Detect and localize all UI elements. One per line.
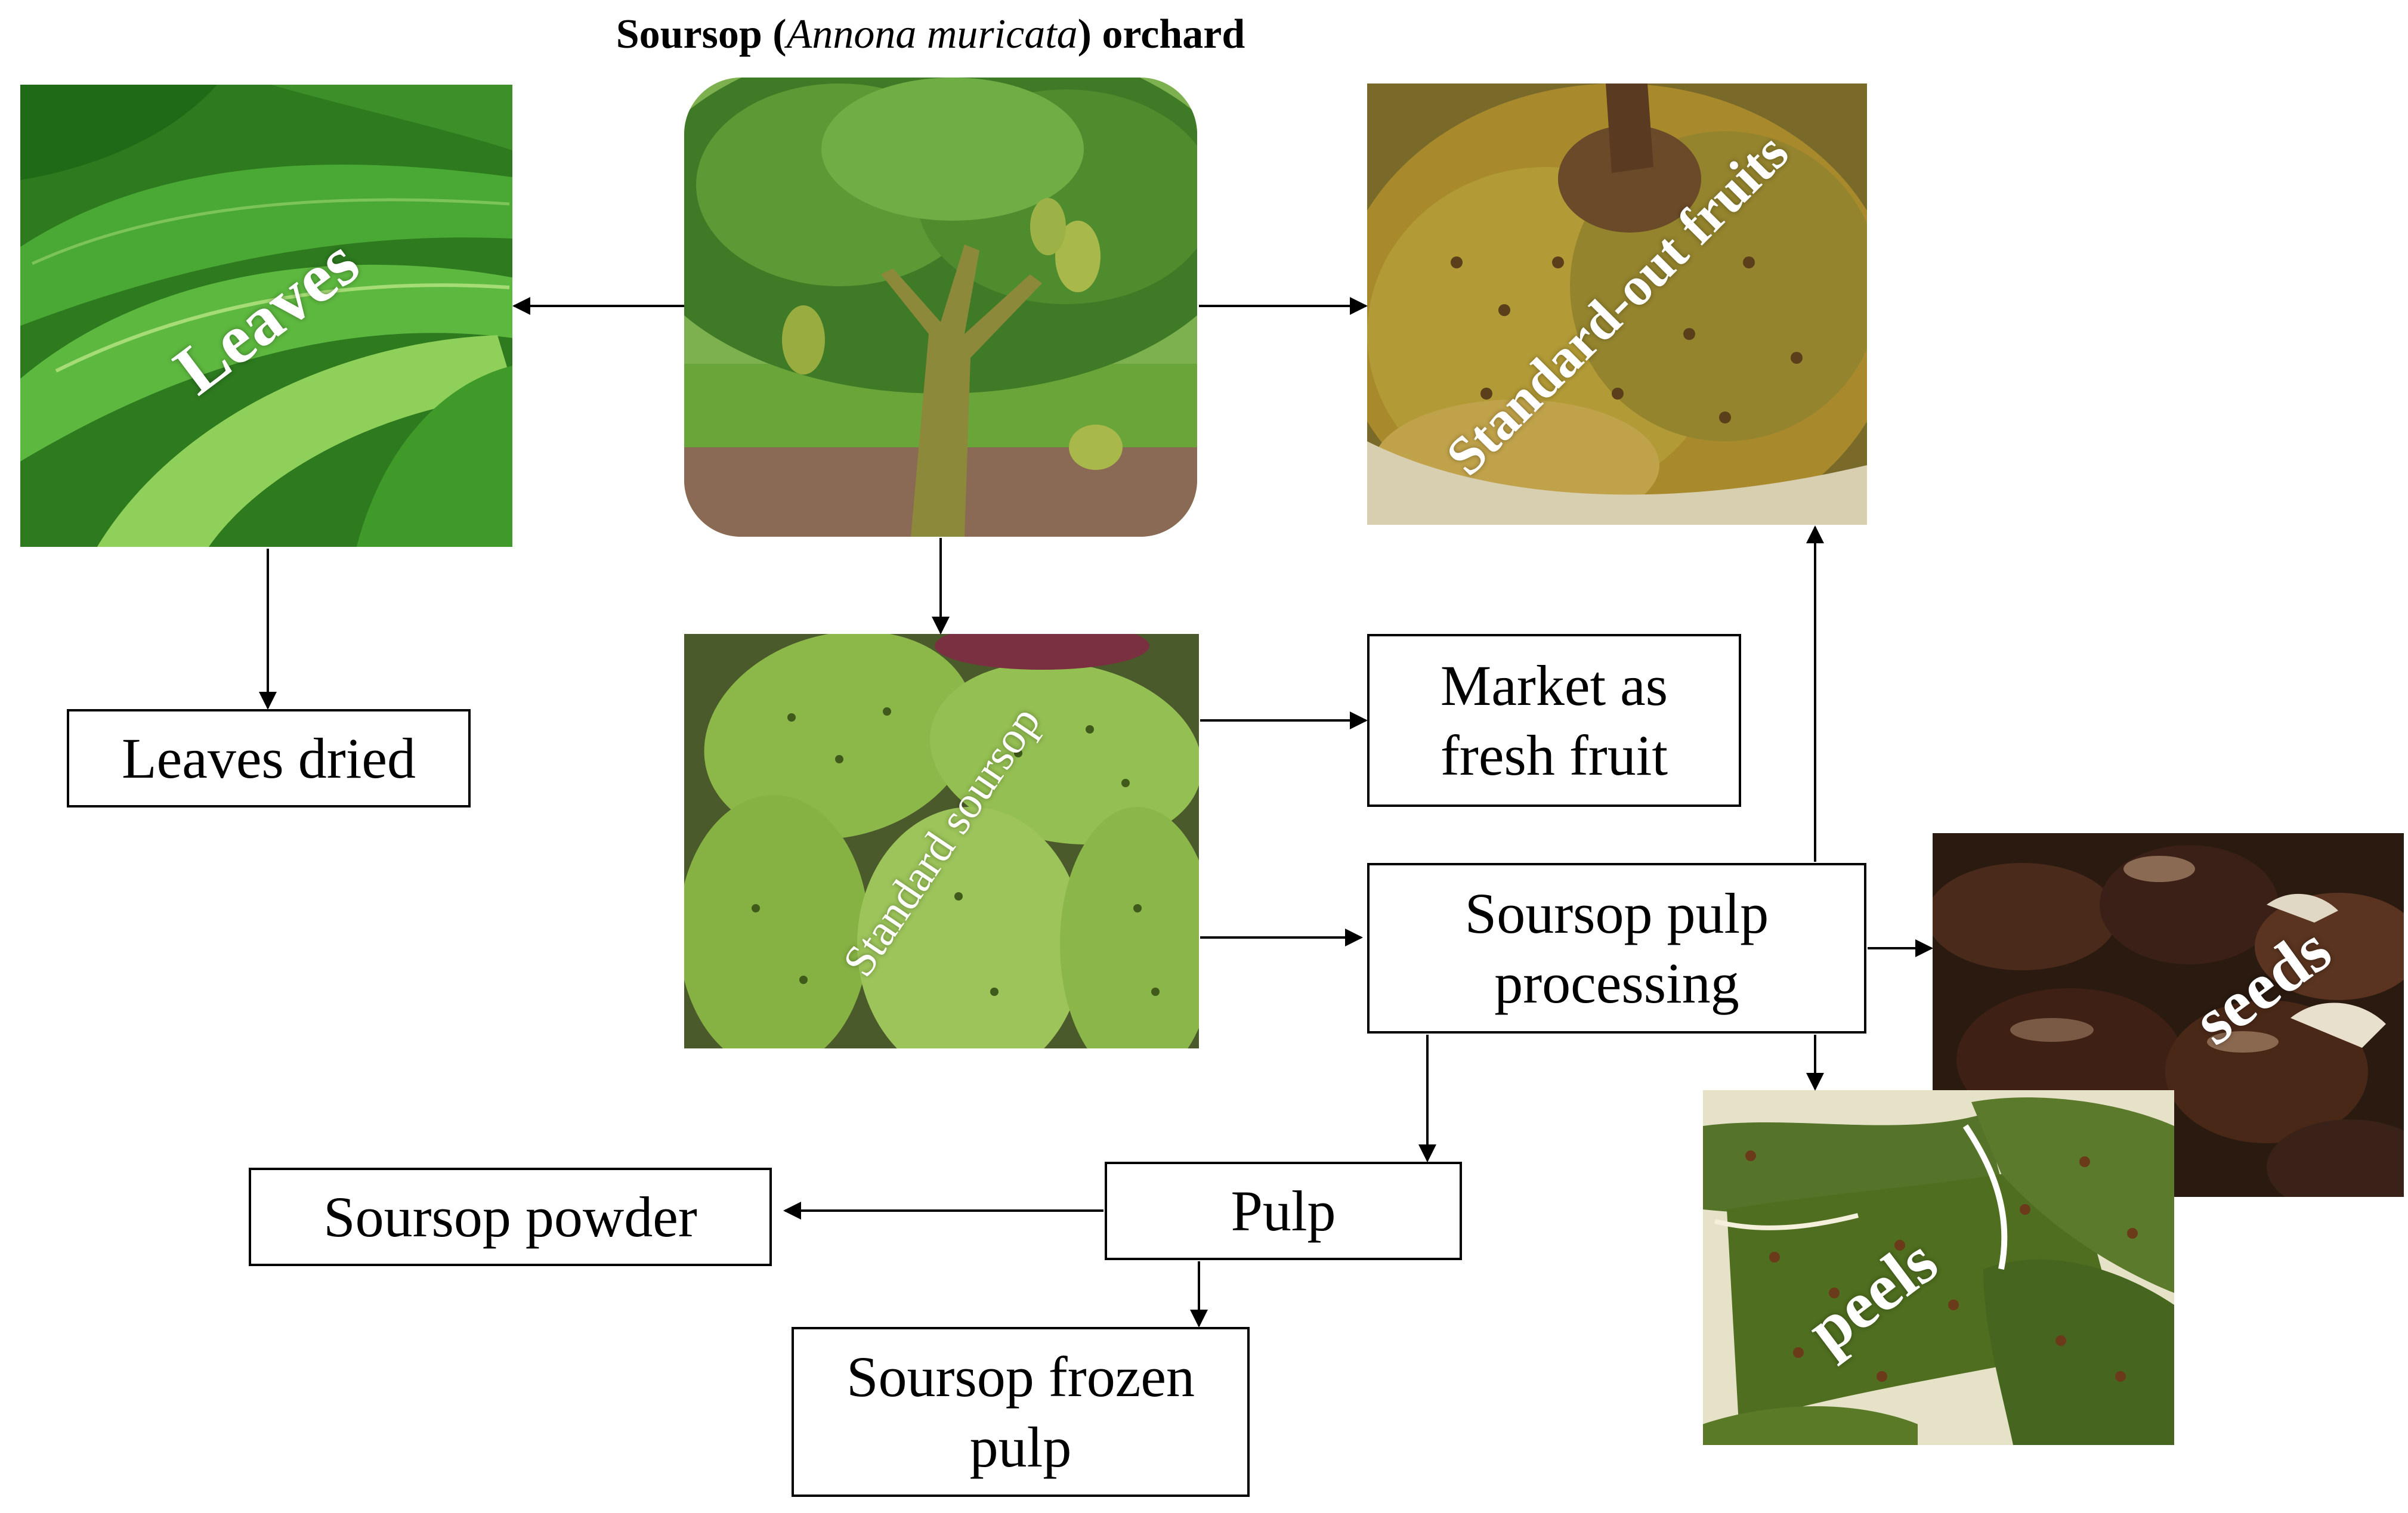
diagram-title: Soursop (Annona muricata) orchard bbox=[453, 11, 1408, 58]
processing-line-2: processing bbox=[1494, 951, 1739, 1015]
leaves-dried-text: Leaves dried bbox=[121, 726, 416, 790]
market-line-2: fresh fruit bbox=[1440, 723, 1668, 787]
standard-out-fruits-photo: Standard-out fruits bbox=[1367, 83, 1867, 525]
processing-line-1: Soursop pulp bbox=[1464, 881, 1769, 945]
title-species: Annona muricata bbox=[786, 11, 1078, 57]
pulp-processing-box: Soursop pulp processing bbox=[1367, 863, 1866, 1034]
standard-soursop-photo: Standard soursop bbox=[684, 634, 1199, 1048]
powder-text: Soursop powder bbox=[323, 1184, 697, 1249]
pulp-text: Pulp bbox=[1231, 1178, 1336, 1243]
frozen-line-1: Soursop frozen bbox=[846, 1345, 1195, 1409]
pulp-box: Pulp bbox=[1105, 1162, 1462, 1260]
market-fresh-fruit-box: Market as fresh fruit bbox=[1367, 634, 1741, 807]
leaves-photo: Leaves bbox=[20, 85, 512, 547]
title-prefix: Soursop ( bbox=[616, 11, 787, 57]
frozen-line-2: pulp bbox=[969, 1415, 1072, 1479]
orchard-photo bbox=[684, 78, 1197, 537]
frozen-pulp-box: Soursop frozen pulp bbox=[792, 1327, 1250, 1497]
peels-photo: peels bbox=[1703, 1090, 2174, 1445]
title-suffix: ) orchard bbox=[1077, 11, 1245, 57]
leaves-dried-box: Leaves dried bbox=[67, 709, 471, 807]
market-line-1: Market as bbox=[1440, 653, 1668, 717]
soursop-powder-box: Soursop powder bbox=[249, 1168, 772, 1266]
